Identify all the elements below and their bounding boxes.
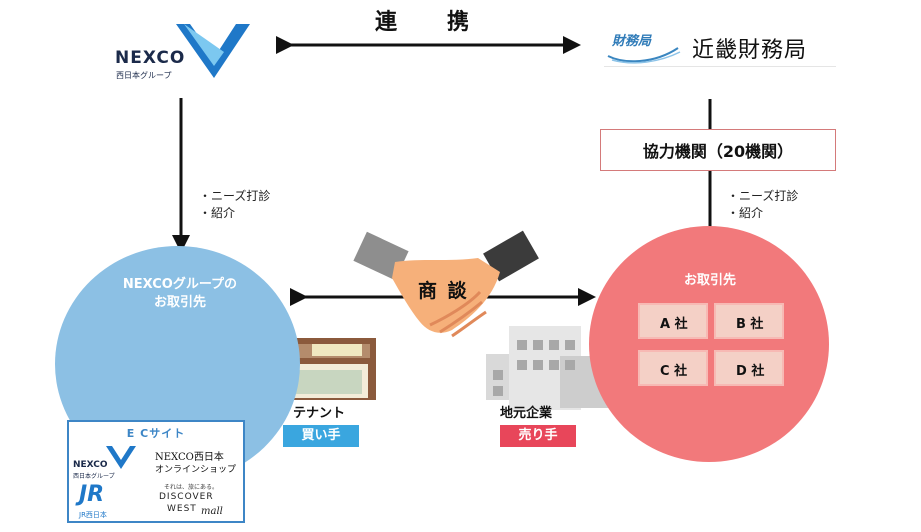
ec-nexco-wordmark: NEXCO xyxy=(73,460,108,470)
seller-tag: 売り手 xyxy=(500,425,576,447)
factory-building-icon xyxy=(486,326,616,410)
renkei-label: 連 携 xyxy=(375,10,484,35)
handshake-icon xyxy=(353,230,539,338)
negotiation-label: 商 談 xyxy=(418,280,469,302)
left-needs-item: ・紹介 xyxy=(199,206,236,220)
company-a-box: A 社 xyxy=(638,303,708,339)
left-circle-title-line: NEXCOグループの xyxy=(122,277,238,292)
company-c-box: C 社 xyxy=(638,350,708,386)
discover-west-logo-line2: WEST xyxy=(167,504,197,514)
company-c-label: C 社 xyxy=(660,364,688,379)
nexco-v-mark-icon xyxy=(106,446,136,469)
company-d-box: D 社 xyxy=(714,350,784,386)
discover-mall-script: mall xyxy=(201,506,223,517)
right-needs-item: ・ニーズ打診 xyxy=(727,189,799,203)
zaimu-mark: 財務局 xyxy=(604,30,682,64)
company-a-label: A 社 xyxy=(660,317,688,332)
partners-circle xyxy=(589,226,829,462)
tenant-label: テナント xyxy=(293,406,346,421)
left-circle-title-line: お取引先 xyxy=(153,295,206,310)
jr-west-label: JR西日本 xyxy=(79,511,107,519)
left-needs-list: ・ニーズ打診 ・紹介 xyxy=(199,188,270,222)
ec-nexco-subtitle: 西日本グループ xyxy=(73,473,115,480)
right-needs-list: ・ニーズ打診 ・紹介 xyxy=(727,188,798,222)
cooperating-orgs-box: 協力機関（20機関） xyxy=(600,129,836,171)
company-d-label: D 社 xyxy=(736,364,765,379)
zaimu-swoosh-icon xyxy=(607,47,681,64)
nexco-logo: NEXCO 西日本グループ xyxy=(110,20,250,82)
ec-shop-name: NEXCO西日本 xyxy=(155,452,224,463)
company-b-label: B 社 xyxy=(736,317,764,332)
left-circle-title: NEXCOグループの お取引先 xyxy=(100,276,260,312)
discover-west-logo: DISCOVER xyxy=(159,492,214,502)
left-needs-item: ・ニーズ打診 xyxy=(199,189,271,203)
nexco-v-mark-icon xyxy=(176,24,250,78)
buyer-tag: 買い手 xyxy=(283,425,359,447)
company-b-box: B 社 xyxy=(714,303,784,339)
zaimu-mark-text: 財務局 xyxy=(612,34,652,49)
nexco-subtitle: 西日本グループ xyxy=(116,71,172,80)
ec-site-title: E Cサイト xyxy=(126,427,186,440)
zaimu-underline xyxy=(604,66,836,67)
right-needs-item: ・紹介 xyxy=(727,206,764,220)
right-circle-title: お取引先 xyxy=(683,273,736,288)
zaimu-logo: 財務局 近畿財務局 xyxy=(604,28,836,68)
zaimu-name: 近畿財務局 xyxy=(692,38,808,63)
ec-shop-subname: オンラインショップ xyxy=(155,465,237,475)
nexco-wordmark: NEXCO xyxy=(115,48,186,68)
jr-west-logo: JR xyxy=(79,482,105,507)
local-company-label: 地元企業 xyxy=(500,406,553,421)
ec-site-box: E Cサイト NEXCO 西日本グループ NEXCO西日本 オンラインショップ … xyxy=(67,420,245,523)
discover-tagline: それは、旅にある。 xyxy=(164,484,219,491)
